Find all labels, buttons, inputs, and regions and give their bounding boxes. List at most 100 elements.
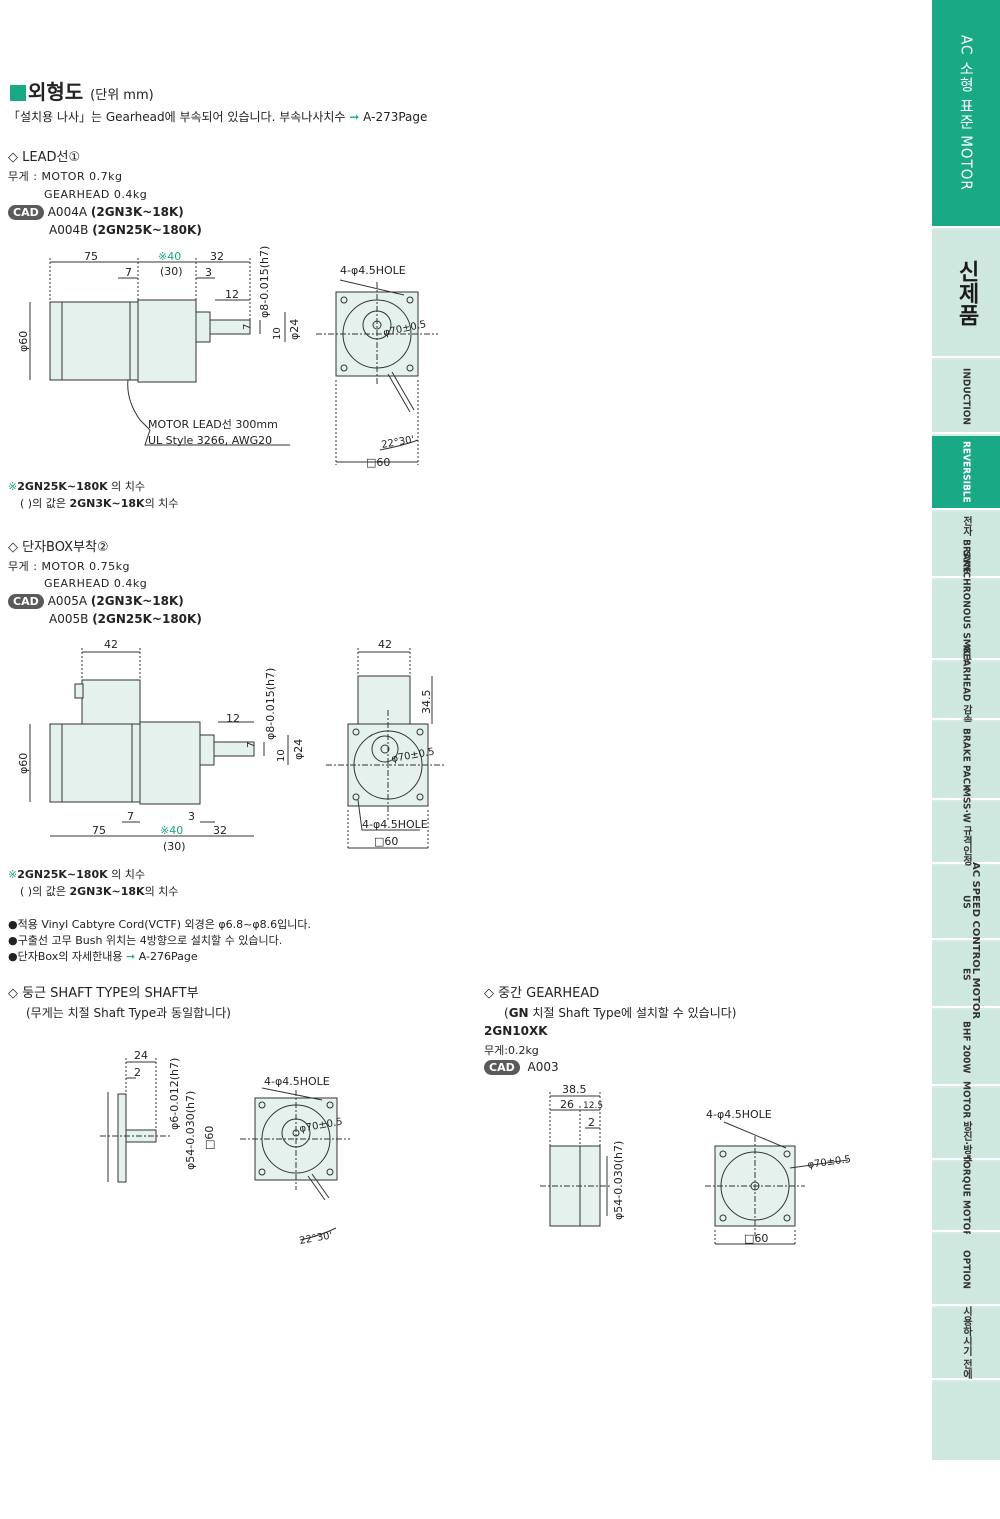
section-box-heading: ◇ 단자BOX부착② xyxy=(8,540,109,555)
header-note: 「설치용 나사」는 Gearhead에 부속되어 있습니다. 부속나사치수 ➞ … xyxy=(8,110,428,124)
box-weight-motor: 무게 : MOTOR 0.75kg xyxy=(8,560,130,573)
mid-sub: (GN 치절 Shaft Type에 설치할 수 있습니다) xyxy=(504,1006,737,1020)
page-ref-link[interactable]: A-273Page xyxy=(363,110,428,124)
lead-note-2: UL Style 3266, AWG20 xyxy=(148,434,272,447)
arrow-right-icon: ➞ xyxy=(126,950,136,963)
dim-10: 10 xyxy=(272,327,283,340)
round-sub: (무게는 치절 Shaft Type과 동일합니다) xyxy=(26,1006,231,1020)
dim-10: 10 xyxy=(276,749,287,762)
dim-75: 75 xyxy=(92,824,106,837)
dim-hole: 4-φ4.5HOLE xyxy=(264,1075,330,1088)
section-round-heading: ◇ 둥근 SHAFT TYPE의 SHAFT부 xyxy=(8,986,199,1001)
page-title: 외형도 (단위 mm) xyxy=(10,80,154,105)
dim-75: 75 xyxy=(84,250,98,263)
mid-model: 2GN10XK xyxy=(484,1024,548,1038)
mid-weight: 무게:0.2kg xyxy=(484,1044,539,1057)
lead-note-model: ※2GN25K~180K 의 치수 xyxy=(8,480,146,493)
cad-badge: CAD xyxy=(484,1060,520,1075)
dim-hole: 4-φ4.5HOLE xyxy=(340,264,406,277)
dim-24: 24 xyxy=(134,1049,148,1062)
dim-shaft: φ6-0.012(h7) xyxy=(168,1058,181,1130)
dim-2: 2 xyxy=(134,1066,141,1079)
nav-gearhead[interactable]: GEARHEAD 감속기 xyxy=(932,646,1000,734)
box-cad-b: A005B (2GN25K~180K) xyxy=(49,612,202,626)
dim-30: (30) xyxy=(163,840,186,853)
dim-pcd: φ70±0.5 xyxy=(807,1154,850,1171)
page-ref-link[interactable]: A-276Page xyxy=(138,950,198,963)
dim-7v: 7 xyxy=(242,324,253,330)
dim-hole: 4-φ4.5HOLE xyxy=(706,1108,772,1121)
dim-32: 32 xyxy=(210,250,224,263)
nav-torque-motor[interactable]: TORQUE MOTOR xyxy=(932,1155,1000,1237)
side-navigation: AC 소형 표준 MOTOR 신제품 INDUCTION REVERSIBLE … xyxy=(932,0,1000,1460)
section-lead-heading: ◇ LEAD선① xyxy=(8,150,81,165)
box-note-model: ※2GN25K~180K 의 치수 xyxy=(8,868,146,881)
dim-40: ※40 xyxy=(158,250,181,263)
nav-es[interactable]: ES xyxy=(932,942,1000,1008)
dim-shaft: φ8-0.015(h7) xyxy=(258,246,271,318)
dim-hole: 4-φ4.5HOLE xyxy=(362,818,428,831)
dim-flange: φ54-0.030(h7) xyxy=(184,1091,197,1170)
lead-cad-b: A004B (2GN25K~180K) xyxy=(49,223,202,237)
cad-badge: CAD xyxy=(8,205,44,220)
dim-7: 7 xyxy=(127,810,134,823)
lead-note-1: MOTOR LEAD선 300mm xyxy=(148,418,278,431)
dim-sq60: □60 xyxy=(203,1126,216,1150)
lead-note-bracket: ( )의 값은 2GN3K~18K의 치수 xyxy=(20,497,179,510)
dim-32: 32 xyxy=(213,824,227,837)
box-weight-gear: GEARHEAD 0.4kg xyxy=(44,577,148,590)
nav-waterproof-motor[interactable]: MOTOR 방진·방수 xyxy=(932,1081,1000,1165)
nav-synchronous[interactable]: SYNCHRONOUS SMK 조지속 xyxy=(932,551,1000,687)
box-drawing: 42 42 12 φ8-0.015(h7) 7 10 φ24 φ60 34.5 … xyxy=(17,638,446,853)
unit-label: (단위 mm) xyxy=(90,88,154,103)
dim-2: 2 xyxy=(588,1116,595,1129)
nav-electronic-brake[interactable]: 전자 BRAKE xyxy=(932,512,1000,578)
dim-7v: 7 xyxy=(246,742,257,748)
lead-drawing: 75 ※40 32 (30) 7 3 12 φ8-0.015(h7) 7 10 … xyxy=(17,246,438,469)
dim-sq60: □60 xyxy=(744,1232,768,1245)
dim-shaft: φ8-0.015(h7) xyxy=(264,668,277,740)
box-bullet-2: ●구출선 고무 Bush 위치는 4방향으로 설치할 수 있습니다. xyxy=(8,934,283,947)
nav-before-use[interactable]: 시용하시기 전에 xyxy=(932,1306,1000,1380)
dim-flange: φ54-0.030(h7) xyxy=(612,1141,625,1220)
box-bullet-3: ●단자Box의 자세한내용 ➞ A-276Page xyxy=(8,950,198,963)
arrow-right-icon: ➞ xyxy=(349,110,360,124)
dim-42r: 42 xyxy=(378,638,392,651)
nav-option[interactable]: OPTION xyxy=(932,1234,1000,1306)
title-square-icon xyxy=(10,85,26,101)
nav-blank xyxy=(932,1382,1000,1460)
dim-sq60: □60 xyxy=(366,456,390,469)
box-bullet-1: ●적용 Vinyl Cabtyre Cord(VCTF) 외경은 φ6.8~φ8… xyxy=(8,918,311,931)
nav-mss-w[interactable]: MSS·W 규격인정품 xyxy=(932,788,1000,876)
dim-38-5: 38.5 xyxy=(562,1083,587,1096)
dim-34-5: 34.5 xyxy=(420,690,433,715)
nav-ac-standard-motor[interactable]: AC 소형 표준 MOTOR xyxy=(932,0,1000,228)
mid-drawing: 38.5 26 12.5 2 φ54-0.030(h7) 4-φ4.5HOLE … xyxy=(540,1083,850,1246)
nav-induction[interactable]: INDUCTION xyxy=(932,360,1000,434)
dim-3: 3 xyxy=(205,266,212,279)
dim-angle: 22°30' xyxy=(299,1230,334,1247)
nav-brake-pack[interactable]: BRAKE PACK xyxy=(932,722,1000,800)
dim-12: 12 xyxy=(225,288,239,301)
nav-reversible[interactable]: REVERSIBLE xyxy=(932,436,1000,510)
nav-bhf[interactable]: BHF 200W xyxy=(932,1010,1000,1086)
nav-new-products[interactable]: 신제품 xyxy=(932,230,1000,358)
lead-weight-gear: GEARHEAD 0.4kg xyxy=(44,188,148,201)
section-mid-heading: ◇ 중간 GEARHEAD xyxy=(484,986,600,1001)
box-note-bracket: ( )의 값은 2GN3K~18K의 치수 xyxy=(20,885,179,898)
dim-30: (30) xyxy=(160,265,183,278)
dim-12-5: 12.5 xyxy=(583,1101,603,1111)
mid-cad: CAD A003 xyxy=(484,1060,559,1075)
nav-us[interactable]: US xyxy=(932,866,1000,940)
dim-phi60: φ60 xyxy=(17,753,30,774)
dim-42: 42 xyxy=(104,638,118,651)
dim-sq60: □60 xyxy=(374,835,398,848)
dim-26: 26 xyxy=(560,1098,574,1111)
cad-badge: CAD xyxy=(8,594,44,609)
dim-3: 3 xyxy=(188,810,195,823)
dim-angle: 22°30' xyxy=(381,434,416,451)
nav-ac-speed-control-label: AC SPEED CONTROL MOTOR xyxy=(970,862,981,1020)
dim-40: ※40 xyxy=(160,824,183,837)
